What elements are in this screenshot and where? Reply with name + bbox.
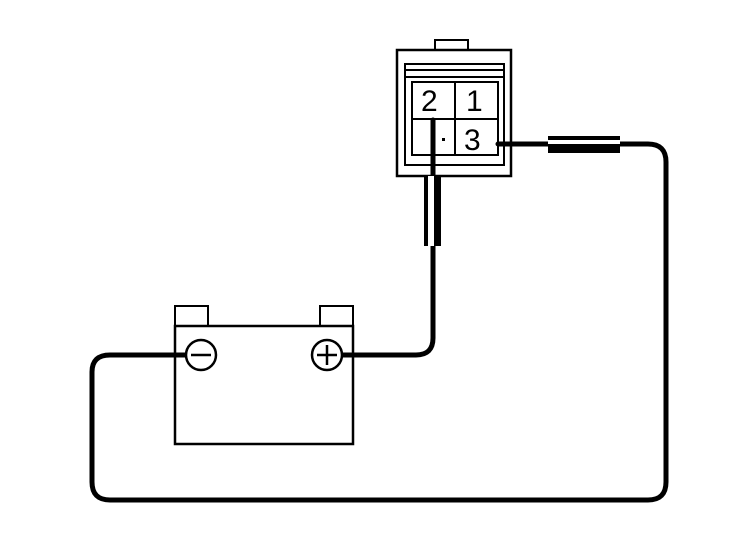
- battery-negative-post: [174, 305, 209, 329]
- pin-3-label: 3: [464, 124, 481, 157]
- battery-positive-post: [319, 305, 354, 329]
- connector-inner-frame: [404, 63, 505, 166]
- connector: [395, 39, 513, 178]
- positive-terminal: [310, 338, 344, 372]
- pin-1-label: 1: [466, 85, 483, 118]
- wire-pin3-to-negative: [89, 141, 669, 503]
- battery: [173, 305, 355, 446]
- pin-2-label: 2: [421, 85, 438, 118]
- wires: [89, 117, 669, 503]
- probe-sleeve-horizontal: [548, 136, 620, 153]
- wire-pin2-to-positive: [335, 117, 436, 358]
- probe-sleeve-vertical: [424, 176, 441, 246]
- negative-terminal: [184, 338, 218, 372]
